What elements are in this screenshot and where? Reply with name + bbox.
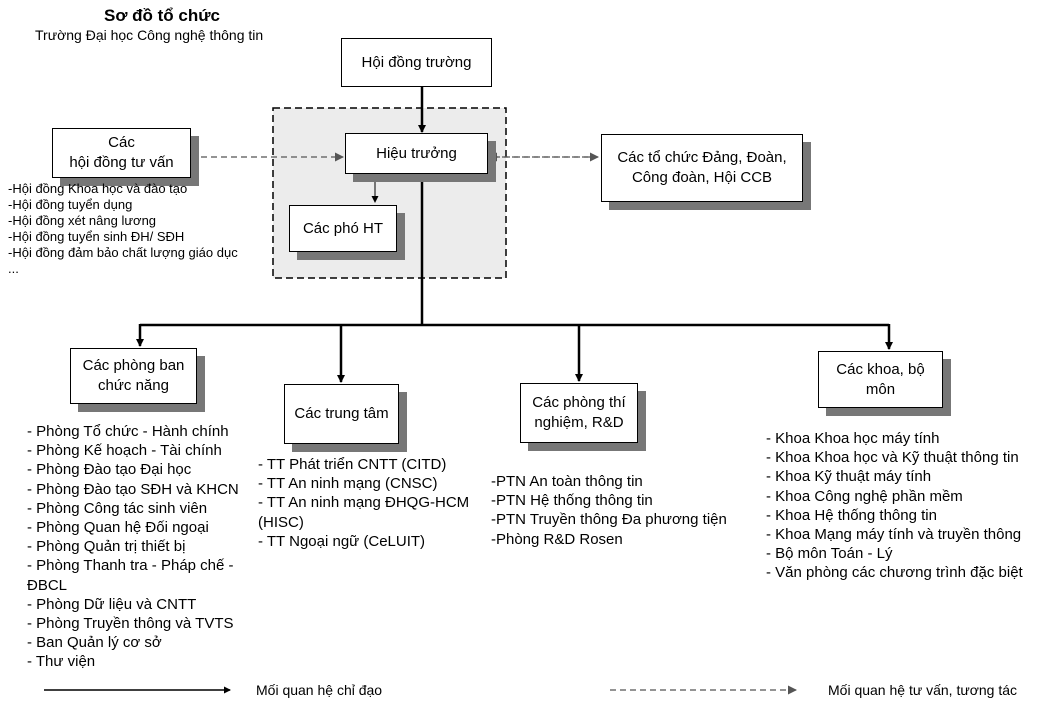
list-item: -Hội đồng Khoa học và đào tạo bbox=[8, 181, 188, 196]
legend-solid-label: Mối quan hệ chỉ đạo bbox=[256, 682, 383, 698]
node-phong-ban: Các phòng ban chức năng bbox=[70, 348, 197, 404]
page-subtitle: Trường Đại học Công nghệ thông tin bbox=[35, 27, 264, 43]
list-phong-thi-nghiem: -PTN An toàn thông tin -PTN Hệ thống thô… bbox=[491, 472, 727, 549]
page-title: Sơ đồ tổ chức bbox=[104, 6, 221, 25]
list-item: -Phòng R&D Rosen bbox=[491, 530, 623, 548]
list-item: - Khoa Khoa học và Kỹ thuật thông tin bbox=[766, 449, 1019, 467]
legend-dashed-label: Mối quan hệ tư vấn, tương tác bbox=[828, 682, 1018, 698]
list-item: - Khoa Hệ thống thông tin bbox=[766, 506, 937, 524]
list-item: - TT An ninh mạng (CNSC) bbox=[258, 475, 438, 493]
list-item: - TT An ninh mạng ĐHQG-HCM (HISC) bbox=[258, 494, 470, 531]
list-item: -Hội đồng đảm bảo chất lượng giáo dục bbox=[8, 245, 238, 260]
list-item: -PTN Truyền thông Đa phương tiện bbox=[491, 511, 727, 529]
node-to-chuc-dang: Các tổ chức Đảng, Đoàn, Công đoàn, Hội C… bbox=[601, 134, 803, 202]
list-item: - Khoa Kỹ thuật máy tính bbox=[766, 468, 932, 486]
list-item: ... bbox=[8, 261, 19, 276]
node-cac-pho-ht: Các phó HT bbox=[289, 205, 397, 252]
node-trung-tam: Các trung tâm bbox=[284, 384, 399, 444]
list-item: - Phòng Tổ chức - Hành chính bbox=[27, 423, 229, 440]
list-item: -Hội đồng tuyển dụng bbox=[8, 197, 133, 212]
list-item: - Khoa Mạng máy tính và truyền thông bbox=[766, 526, 1022, 544]
list-item: - Phòng Kế hoạch - Tài chính bbox=[27, 442, 222, 460]
node-khoa-bo-mon: Các khoa, bộ môn bbox=[818, 351, 943, 408]
node-phong-thi-nghiem: Các phòng thí nghiệm, R&D bbox=[520, 383, 638, 443]
list-item: - Phòng Đào tạo SĐH và KHCN bbox=[27, 480, 239, 498]
list-item: - Khoa Công nghệ phần mềm bbox=[766, 487, 963, 505]
list-item: -PTN An toàn thông tin bbox=[491, 473, 643, 490]
node-hoi-dong-tu-van: Các hội đồng tư vấn bbox=[52, 128, 191, 178]
list-item: - Phòng Quản trị thiết bị bbox=[27, 538, 186, 556]
node-hieu-truong: Hiệu trưởng bbox=[345, 133, 488, 174]
list-item: - Bộ môn Toán - Lý bbox=[766, 545, 893, 563]
list-item: - Phòng Truyền thông và TVTS bbox=[27, 615, 234, 633]
list-trung-tam: - TT Phát triển CNTT (CITD) - TT An ninh… bbox=[258, 455, 490, 551]
list-item: - Ban Quản lý cơ sở bbox=[27, 634, 162, 652]
list-item: - Phòng Công tác sinh viên bbox=[27, 499, 208, 517]
list-item: - Thư viện bbox=[27, 653, 96, 671]
node-hoi-dong-truong: Hội đồng trường bbox=[341, 38, 492, 87]
list-item: - Khoa Khoa học máy tính bbox=[766, 430, 940, 447]
list-item: -PTN Hệ thống thông tin bbox=[491, 492, 653, 510]
list-item: - Phòng Đào tạo Đại học bbox=[27, 461, 192, 479]
list-item: - TT Phát triển CNTT (CITD) bbox=[258, 456, 447, 473]
list-item: - Phòng Thanh tra - Pháp chế - ĐBCL bbox=[27, 557, 234, 594]
list-item: - Văn phòng các chương trình đặc biệt bbox=[766, 564, 1023, 582]
list-hoi-dong: -Hội đồng Khoa học và đào tạo -Hội đồng … bbox=[8, 181, 238, 277]
list-item: - Phòng Quan hệ Đối ngoại bbox=[27, 519, 209, 537]
list-khoa: - Khoa Khoa học máy tính - Khoa Khoa học… bbox=[766, 429, 1023, 583]
list-item: - Phòng Dữ liệu và CNTT bbox=[27, 595, 197, 613]
list-phong-ban: - Phòng Tổ chức - Hành chính - Phòng Kế … bbox=[27, 422, 257, 672]
list-item: -Hội đồng tuyển sinh ĐH/ SĐH bbox=[8, 229, 185, 244]
list-item: - TT Ngoại ngữ (CeLUIT) bbox=[258, 532, 426, 550]
list-item: -Hội đồng xét nâng lương bbox=[8, 213, 157, 228]
